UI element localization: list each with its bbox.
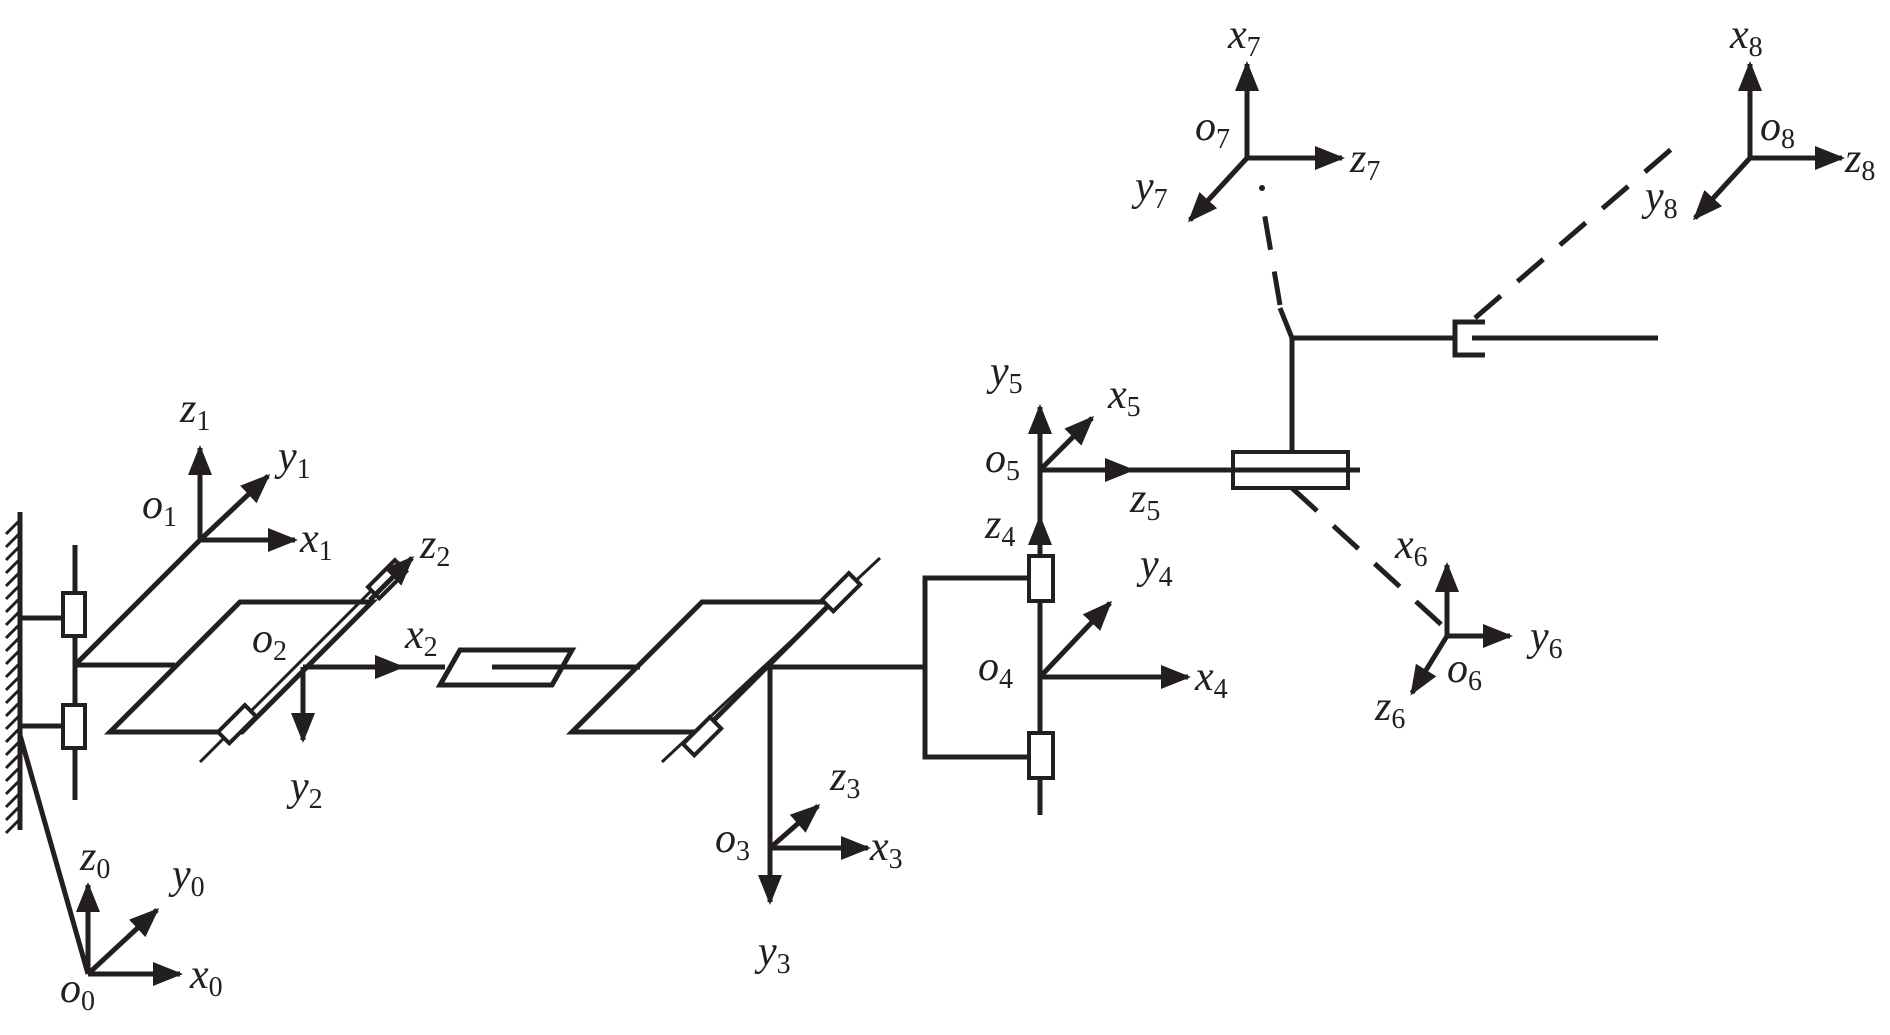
wall-hatch-line: [4, 622, 22, 640]
axis-x5-arrow: [1038, 415, 1095, 472]
wall-hatch-line: [4, 700, 22, 718]
label-o3: o3: [715, 816, 750, 867]
wall-hatch-line: [4, 817, 22, 835]
label-y0: y0: [168, 852, 205, 903]
label-y8: y8: [1641, 174, 1678, 225]
label-z6: z6: [1374, 684, 1405, 735]
fixed-ground-wall: [4, 512, 23, 835]
label-y1: y1: [274, 434, 311, 485]
frame-3-axes: [758, 667, 871, 905]
label-z1: z1: [179, 386, 210, 437]
label-o4: o4: [978, 644, 1013, 695]
label-y5: y5: [986, 349, 1023, 400]
wall-hatch-line: [4, 674, 22, 692]
frame-4-axes: [1028, 515, 1191, 689]
axis-z2-arrow: [368, 555, 415, 602]
wall-hatch-line: [4, 804, 22, 822]
wall-hatch-line: [4, 518, 22, 536]
label-y6: y6: [1526, 614, 1563, 665]
axis-y7-arrow: [1187, 156, 1249, 223]
label-x6: x6: [1394, 522, 1428, 573]
frame-labels: z0 y0 x0 o0 z1 y1 x1 o1 z2 x2 o2 y2 z3 x…: [60, 12, 1875, 1017]
label-z4: z4: [984, 502, 1015, 553]
wall-hatch-line: [4, 752, 22, 770]
wall-hatch-line: [4, 765, 22, 783]
label-x0: x0: [189, 952, 223, 1003]
label-x5: x5: [1107, 372, 1141, 423]
label-y7: y7: [1131, 164, 1168, 215]
wall-hatch-line: [4, 791, 22, 809]
label-z0: z0: [79, 834, 110, 885]
axis-z3-arrow: [768, 804, 821, 850]
wall-hatch-line: [4, 531, 22, 549]
label-y2: y2: [286, 764, 323, 815]
label-z8: z8: [1844, 136, 1875, 187]
frame-8-axes: [1692, 61, 1845, 221]
label-z5: z5: [1129, 476, 1160, 527]
wall-hatch-line: [4, 635, 22, 653]
wall-hatch-line: [4, 778, 22, 796]
label-x1: x1: [299, 516, 333, 567]
label-o8: o8: [1760, 104, 1795, 155]
frame-0-axes: [17, 734, 183, 986]
frame-2-axes: [291, 555, 415, 743]
wall-hatch-line: [4, 557, 22, 575]
axis-z6-arrow: [1409, 634, 1450, 696]
base-link-line: [17, 734, 91, 975]
frame-6-axes: [1409, 562, 1513, 696]
label-y3: y3: [754, 929, 791, 980]
wall-hatch-line: [4, 583, 22, 601]
label-x7: x7: [1227, 12, 1261, 63]
frame-1-axes: [188, 445, 298, 552]
joint-1-vertical-slider: [20, 538, 202, 800]
joint-6-slider-and-arm: [1130, 307, 1658, 490]
label-z3: z3: [829, 754, 860, 805]
label-o6: o6: [1447, 646, 1482, 697]
frame-5-axes: [1028, 404, 1135, 518]
frame-1-link: [73, 538, 202, 667]
frame-7-axes: [1187, 61, 1345, 223]
label-y4: y4: [1136, 542, 1173, 593]
wall-hatch-line: [4, 687, 22, 705]
label-z7: z7: [1349, 136, 1380, 187]
wall-hatch-line: [4, 648, 22, 666]
wall-hatch-line: [4, 661, 22, 679]
link-4-parallelogram: [565, 556, 925, 764]
wall-hatch-line: [4, 739, 22, 757]
axis-y1-arrow: [198, 473, 271, 542]
label-x2: x2: [404, 612, 438, 663]
wall-hatch-line: [4, 596, 22, 614]
label-x3: x3: [869, 824, 903, 875]
label-o2: o2: [252, 616, 287, 667]
wall-hatch-line: [4, 544, 22, 562]
joint-3-horizontal-slider: [402, 647, 640, 688]
wall-hatch-line: [4, 570, 22, 588]
label-x8: x8: [1729, 12, 1763, 63]
axis-y4-arrow: [1038, 600, 1113, 679]
label-o0: o0: [60, 966, 95, 1017]
wall-hatch-line: [4, 726, 22, 744]
wall-hatch-line: [4, 713, 22, 731]
label-o5: o5: [985, 436, 1020, 487]
dashed-links: [1259, 138, 1684, 630]
label-x4: x4: [1194, 654, 1228, 705]
label-z2: z2: [419, 522, 450, 573]
label-o1: o1: [142, 482, 177, 533]
wall-hatch-line: [4, 609, 22, 627]
axis-y8-arrow: [1692, 156, 1752, 221]
axis-y0-arrow: [86, 907, 160, 976]
label-o7: o7: [1195, 104, 1230, 155]
